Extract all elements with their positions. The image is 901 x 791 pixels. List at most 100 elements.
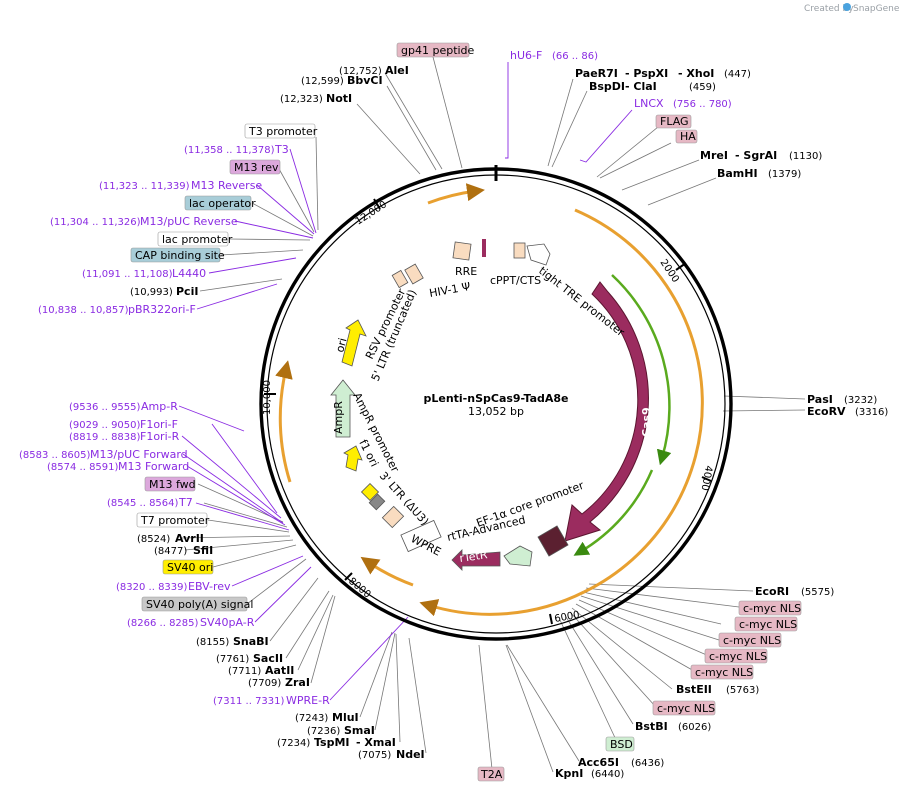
bstbi-label: BstBI	[635, 720, 668, 733]
mrei-label: MreI	[700, 149, 728, 162]
hiv-label: HIV-1 Ψ	[428, 280, 471, 300]
m13fwd-label: M13 fwd	[149, 478, 196, 491]
m13pf-pos: (8583 .. 8605)	[19, 450, 91, 461]
t7-promoter-box	[136, 512, 208, 528]
m13f-name: M13 Forward	[118, 460, 189, 473]
lac-operator-box	[184, 195, 252, 211]
t7-pos: (8545 .. 8564)	[107, 498, 179, 509]
sv40pa-label: SV40 poly(A) signal	[146, 598, 253, 611]
hu6-name: hU6-F	[510, 49, 542, 62]
sgrai-label: - SgrAI	[735, 149, 777, 162]
f1r-name: F1ori-R	[140, 430, 180, 443]
wprer-pos: (7311 .. 7331)	[213, 696, 285, 707]
l4440-name: L4440	[172, 267, 206, 280]
cmyc-label-5: c-myc NLS	[695, 666, 753, 679]
alei-label: AleI	[385, 64, 409, 77]
bstbi-pos: (6026)	[678, 722, 711, 733]
tick-2000: 2000	[658, 258, 681, 285]
cmyc-box-3	[718, 632, 782, 648]
t7-name: T7	[178, 496, 193, 509]
ori-arrow	[341, 319, 367, 367]
inner-features	[330, 239, 569, 571]
lac-operator-label: lac operator	[189, 197, 256, 210]
acc65i-label: Acc65I	[578, 756, 619, 769]
f1f-name: F1ori-F	[140, 418, 178, 431]
lncx-pos: (756 .. 780)	[673, 99, 732, 110]
clai-label: - ClaI	[625, 80, 657, 93]
m13r-name: M13 Reverse	[191, 179, 262, 192]
ndei-label: NdeI	[396, 748, 425, 761]
ef1a-arrow	[503, 545, 533, 567]
mlui-pos: (7243)	[295, 713, 328, 724]
alei-pos: (12,752)	[339, 66, 382, 77]
pcii-label: PciI	[176, 285, 198, 298]
m13rev-label: M13 rev	[234, 161, 279, 174]
aatii-pos: (7711)	[228, 666, 261, 677]
bsd-box	[605, 736, 635, 752]
primer-leaders	[178, 62, 633, 701]
f1f-pos: (9029 .. 9050)	[69, 420, 141, 431]
ecorv-label: EcoRV	[807, 405, 846, 418]
t3-name: T3	[274, 143, 289, 156]
sv40par-name: SV40pA-R	[200, 616, 255, 629]
sv40par-pos: (8266 .. 8285)	[127, 618, 199, 629]
lac-promoter-box	[157, 231, 229, 247]
wprer-name: WPRE-R	[286, 694, 330, 707]
cmyc-label-6: c-myc NLS	[657, 702, 715, 715]
snapgene-logo-icon	[843, 3, 851, 11]
plasmid-name: pLenti-nSpCas9-TadA8e	[423, 392, 568, 405]
cmyc-label-2: c-myc NLS	[739, 618, 797, 631]
m13f-pos: (8574 .. 8591)	[47, 462, 119, 473]
sfii-label: SfiI	[193, 544, 213, 557]
noti-pos: (12,323)	[280, 94, 323, 105]
sfii-pos: (8477)	[154, 546, 187, 557]
cmyc-label-4: c-myc NLS	[709, 650, 767, 663]
f1-ori-arrow	[343, 445, 363, 472]
ampr-label: AmpR	[332, 401, 345, 434]
bsd-label: BSD	[610, 738, 633, 751]
ndei-pos: (7075)	[358, 750, 391, 761]
zrai-label: ZraI	[285, 676, 310, 689]
pcii-pos: (10,993)	[130, 287, 173, 298]
pbr-name: pBR322ori-F	[128, 303, 196, 316]
wpre-box	[400, 519, 442, 553]
xmai-label: - XmaI	[356, 736, 396, 749]
cmyc-label-1: c-myc NLS	[743, 602, 801, 615]
f1r-pos: (8819 .. 8838)	[69, 432, 141, 443]
bsteii-label: BstEII	[676, 683, 712, 696]
t2a-box	[477, 766, 505, 782]
t7-promoter-label: T7 promoter	[140, 514, 210, 527]
pspxi-label: - PspXI	[625, 67, 668, 80]
bbvci-label: BbvCI	[347, 74, 383, 87]
gp41-box	[396, 42, 470, 58]
ha-box	[675, 129, 698, 144]
ecori-label: EcoRI	[755, 585, 789, 598]
hu6-pos: (66 .. 86)	[552, 51, 598, 62]
rre-label: RRE	[455, 265, 477, 278]
right-labels: PasI (3232) EcoRV (3316) EcoRI (5575) c-…	[477, 393, 888, 782]
cap-box	[130, 247, 221, 263]
rre-box	[452, 241, 472, 261]
ebv-name: EBV-rev	[188, 580, 231, 593]
mrei-pos: (1130)	[789, 151, 822, 162]
t2a-label: T2A	[480, 768, 503, 781]
bspdi-label: BspDI	[589, 80, 625, 93]
snabi-pos: (8155)	[196, 637, 229, 648]
m13fwd-box	[144, 476, 196, 492]
m13puc-name: M13/pUC Reverse	[140, 215, 238, 228]
gp41-label: gp41 peptide	[401, 44, 475, 57]
leader-lines	[179, 56, 806, 773]
paer7i-label: PaeR7I	[575, 67, 618, 80]
cmyc-box-4	[704, 648, 768, 664]
ltr5-box	[404, 263, 424, 285]
pasi-pos: (3232)	[844, 395, 877, 406]
rtetr-arrow	[451, 549, 501, 571]
hiv-psi-box	[482, 239, 486, 257]
kpni-pos: (6440)	[591, 769, 624, 780]
t3-pos: (11,358 .. 11,378)	[184, 145, 275, 156]
smai-pos: (7236)	[307, 726, 340, 737]
kpni-label: KpnI	[555, 767, 583, 780]
xhoi-label: - XhoI	[678, 67, 714, 80]
ampr-name: Amp-R	[141, 400, 178, 413]
ori-label: ori	[333, 337, 349, 354]
